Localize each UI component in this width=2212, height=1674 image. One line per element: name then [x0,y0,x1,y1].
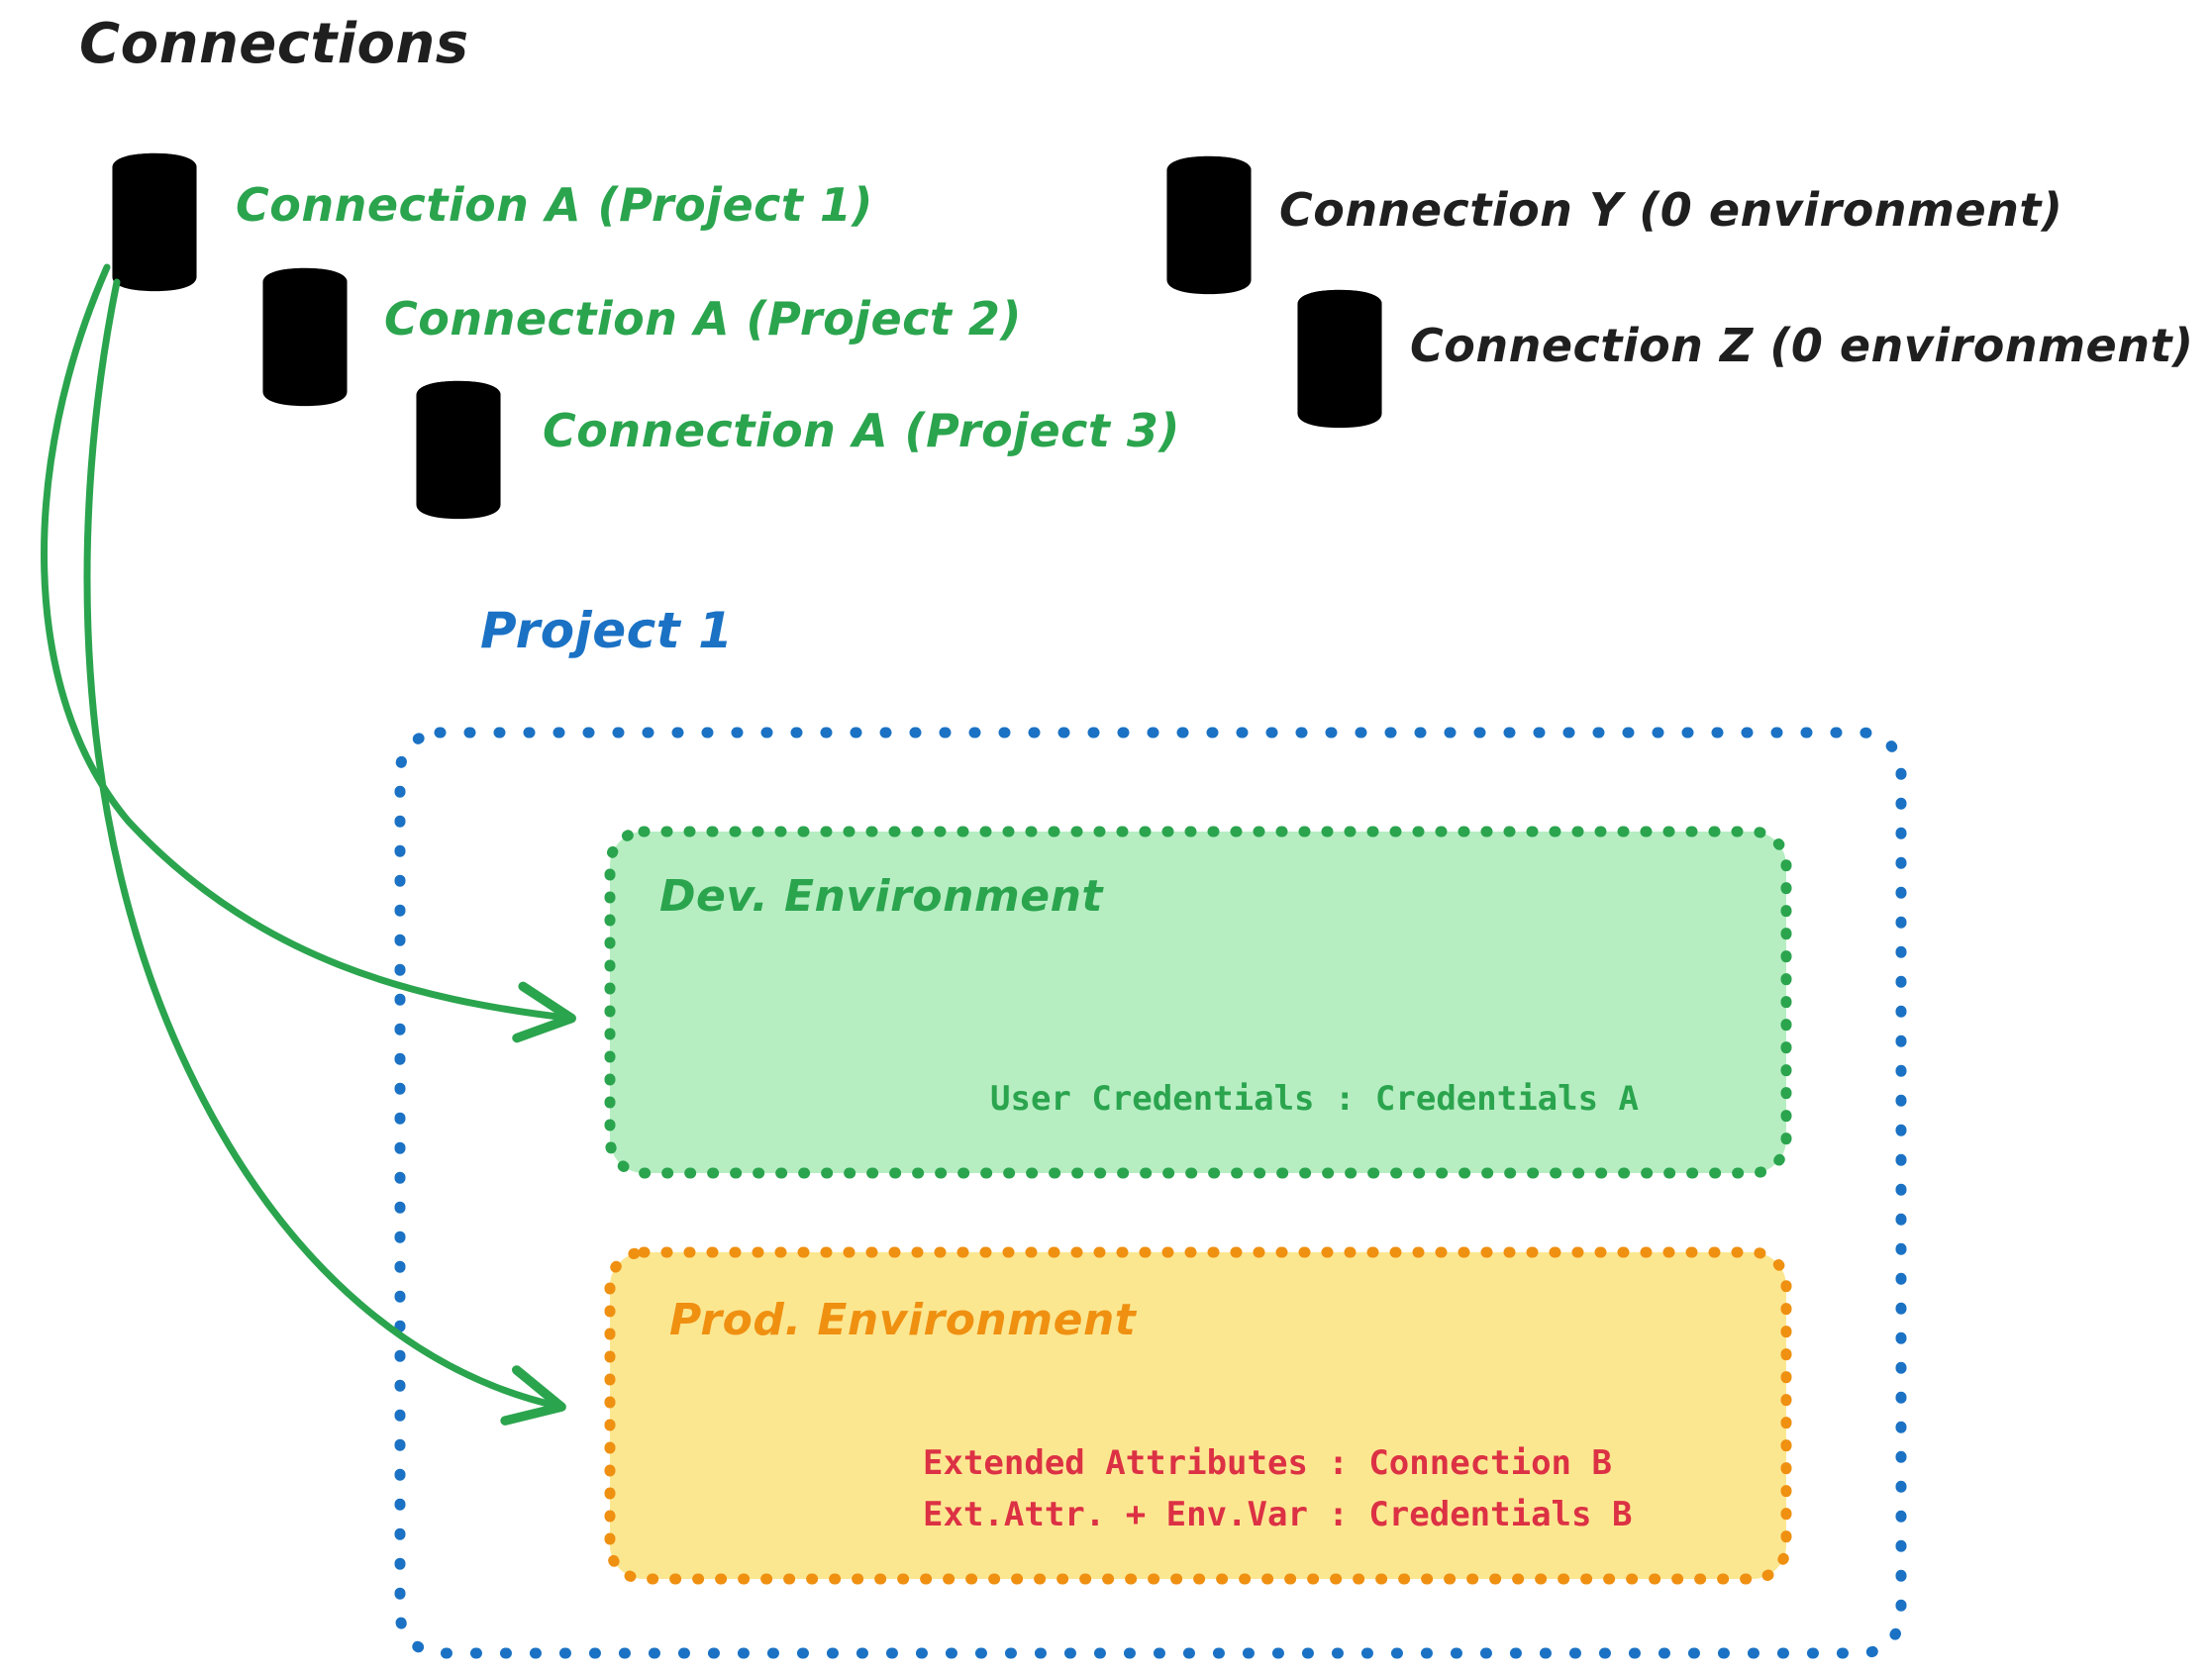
dev-environment-box [604,826,1792,1179]
database-icon-connection-a-project-1 [112,152,197,292]
database-icon-connection-z [1297,289,1382,429]
project-1-title: Project 1 [480,602,734,659]
dev-environment-title: Dev. Environment [659,871,1103,922]
arrow-connection-a-to-prod-environment [83,278,566,1426]
connection-label-y: Connection Y (0 environment) [1279,183,2063,237]
prod-environment-row-0: Extended Attributes : Connection B [923,1443,1612,1483]
page-title: Connections [79,12,469,76]
connection-label-a-project-1: Connection A (Project 1) [236,178,873,232]
project-1-container [394,727,1907,1659]
database-icon-connection-a-project-3 [416,380,501,520]
prod-environment-title: Prod. Environment [669,1295,1137,1345]
arrow-connection-a-to-dev-environment [41,263,576,1043]
database-icon-connection-y [1166,155,1252,295]
connection-label-z: Connection Z (0 environment) [1410,319,2194,372]
prod-environment-row-1: Ext.Attr. + Env.Var : Credentials B [923,1495,1633,1534]
database-icon-connection-a-project-2 [262,267,348,407]
dev-environment-row-0: User Credentials : Credentials A [990,1079,1640,1119]
connection-label-a-project-3: Connection A (Project 3) [543,404,1180,457]
prod-environment-box [604,1246,1792,1585]
connection-label-a-project-2: Connection A (Project 2) [384,292,1022,345]
